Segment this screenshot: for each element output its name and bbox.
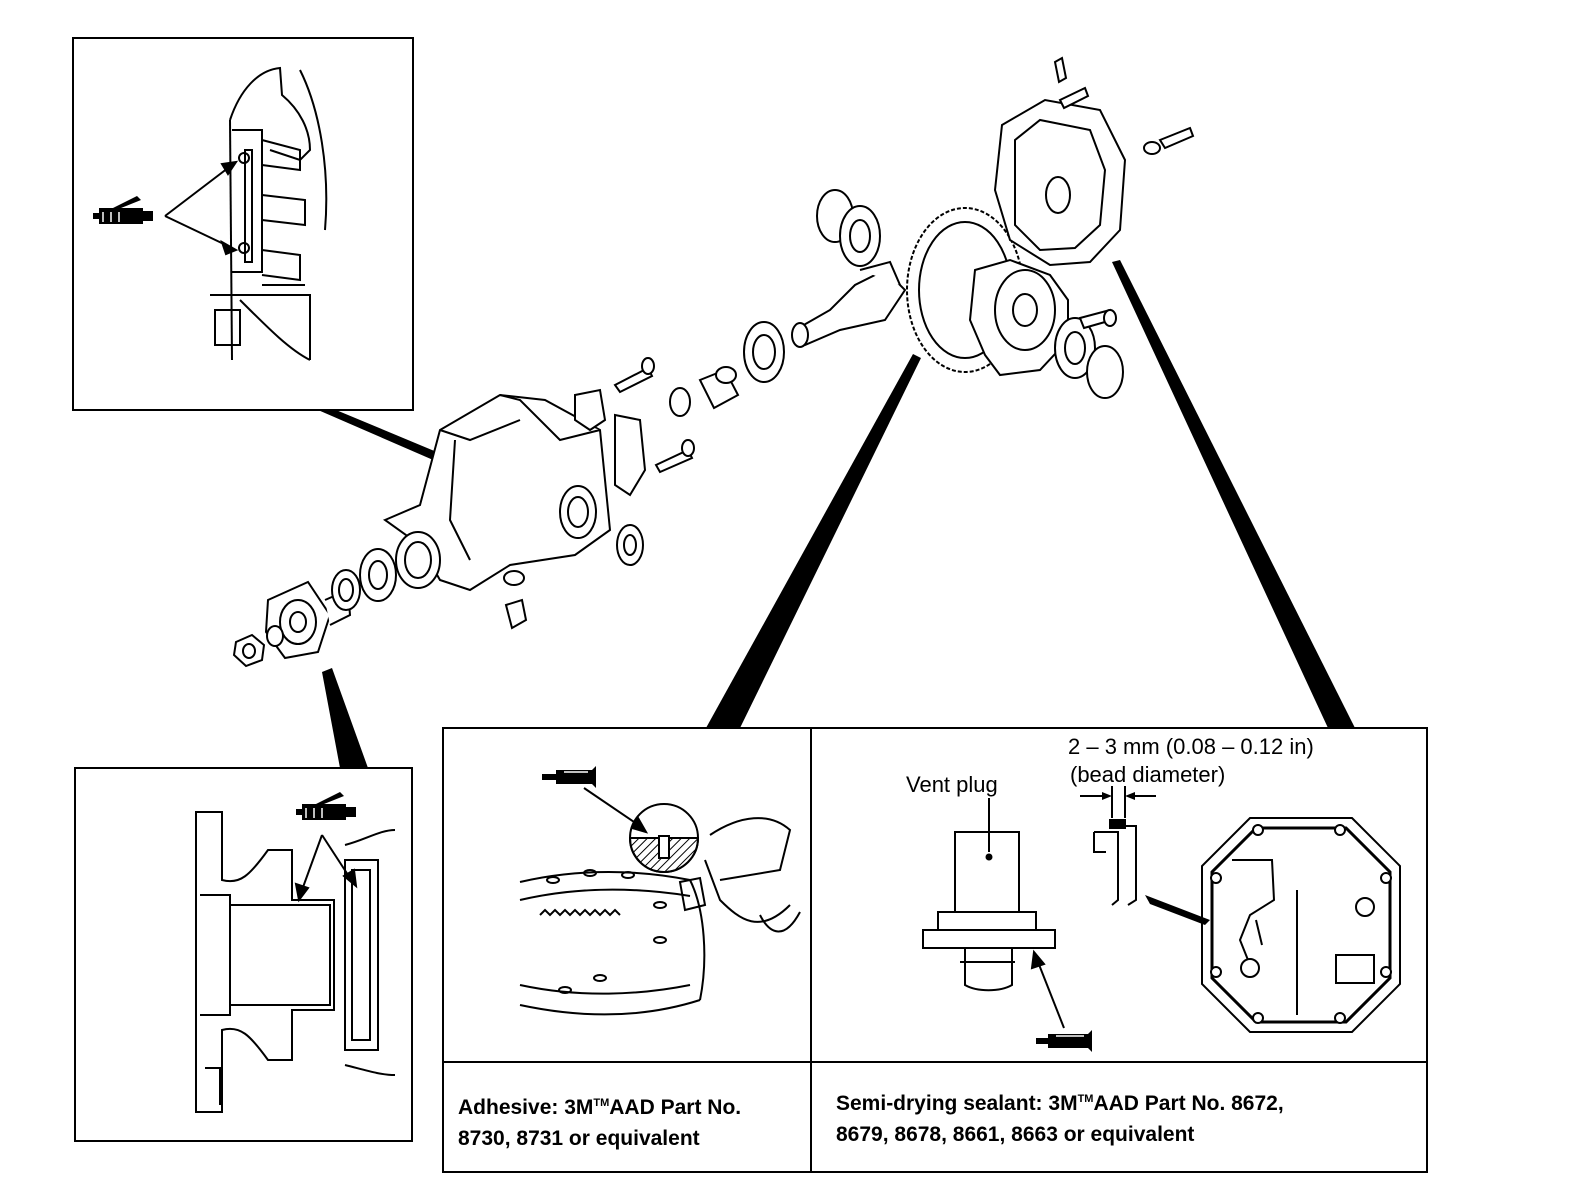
sealant-gun-icon bbox=[93, 196, 153, 224]
hatched-bolt-hole-section bbox=[628, 803, 700, 873]
bead-dimension-label: 2 – 3 mm (0.08 – 0.12 in) bbox=[1068, 734, 1314, 759]
bearing-cap-part bbox=[574, 388, 607, 432]
bead-diameter-note: (bead diameter) bbox=[1070, 762, 1226, 787]
detail-box-companion-flange bbox=[74, 767, 413, 1142]
cover-bolt-holes bbox=[1210, 824, 1392, 1024]
exploded-assembly bbox=[232, 56, 1195, 668]
rear-cover-part bbox=[993, 98, 1127, 267]
vent-plug-drawing bbox=[922, 831, 1056, 992]
front-bearing-part bbox=[359, 548, 397, 602]
side-bearing-right bbox=[1054, 317, 1124, 399]
carrier-housing-part bbox=[382, 393, 612, 592]
washer-part bbox=[266, 625, 284, 647]
ring-gear-bolt-detail bbox=[519, 817, 801, 1016]
oil-seal-front bbox=[331, 569, 361, 611]
pinion-nut-part bbox=[232, 633, 266, 668]
drain-plug-parts bbox=[503, 570, 528, 630]
bolt-part-2 bbox=[654, 439, 695, 474]
drive-pinion-part bbox=[791, 260, 907, 348]
cover-bolt-parts bbox=[1053, 56, 1195, 155]
rear-pinion-bearing bbox=[743, 321, 785, 383]
sealant-spec-label: Semi-drying sealant: 3MTMAAD Part No. 86… bbox=[836, 1092, 1284, 1146]
ring-gear-holes bbox=[546, 869, 667, 994]
vent-plug-label: Vent plug bbox=[906, 772, 998, 797]
adhesive-tube-icon bbox=[542, 766, 596, 788]
crush-spacer bbox=[698, 366, 740, 410]
adhesive-spec-label: Adhesive: 3MTMAAD Part No. 8730, 8731 or… bbox=[458, 1096, 742, 1150]
pinion-shim bbox=[669, 387, 691, 417]
bolt-part-1 bbox=[613, 357, 655, 394]
detail-box-seal-section bbox=[72, 37, 414, 411]
legend-table-frame bbox=[442, 727, 1428, 1173]
bolt-part-3 bbox=[1078, 308, 1117, 330]
bearing-cap-part-2 bbox=[614, 413, 647, 497]
side-oil-seal bbox=[616, 524, 644, 566]
side-bearing-race-top bbox=[816, 189, 881, 267]
bead-diameter-detail bbox=[1080, 786, 1156, 906]
differential-case-part bbox=[968, 258, 1069, 377]
sealant-gun-icon bbox=[296, 792, 356, 820]
sealant-tube-icon bbox=[1036, 1030, 1092, 1052]
carrier-cover-bead-pattern bbox=[1201, 817, 1401, 1033]
